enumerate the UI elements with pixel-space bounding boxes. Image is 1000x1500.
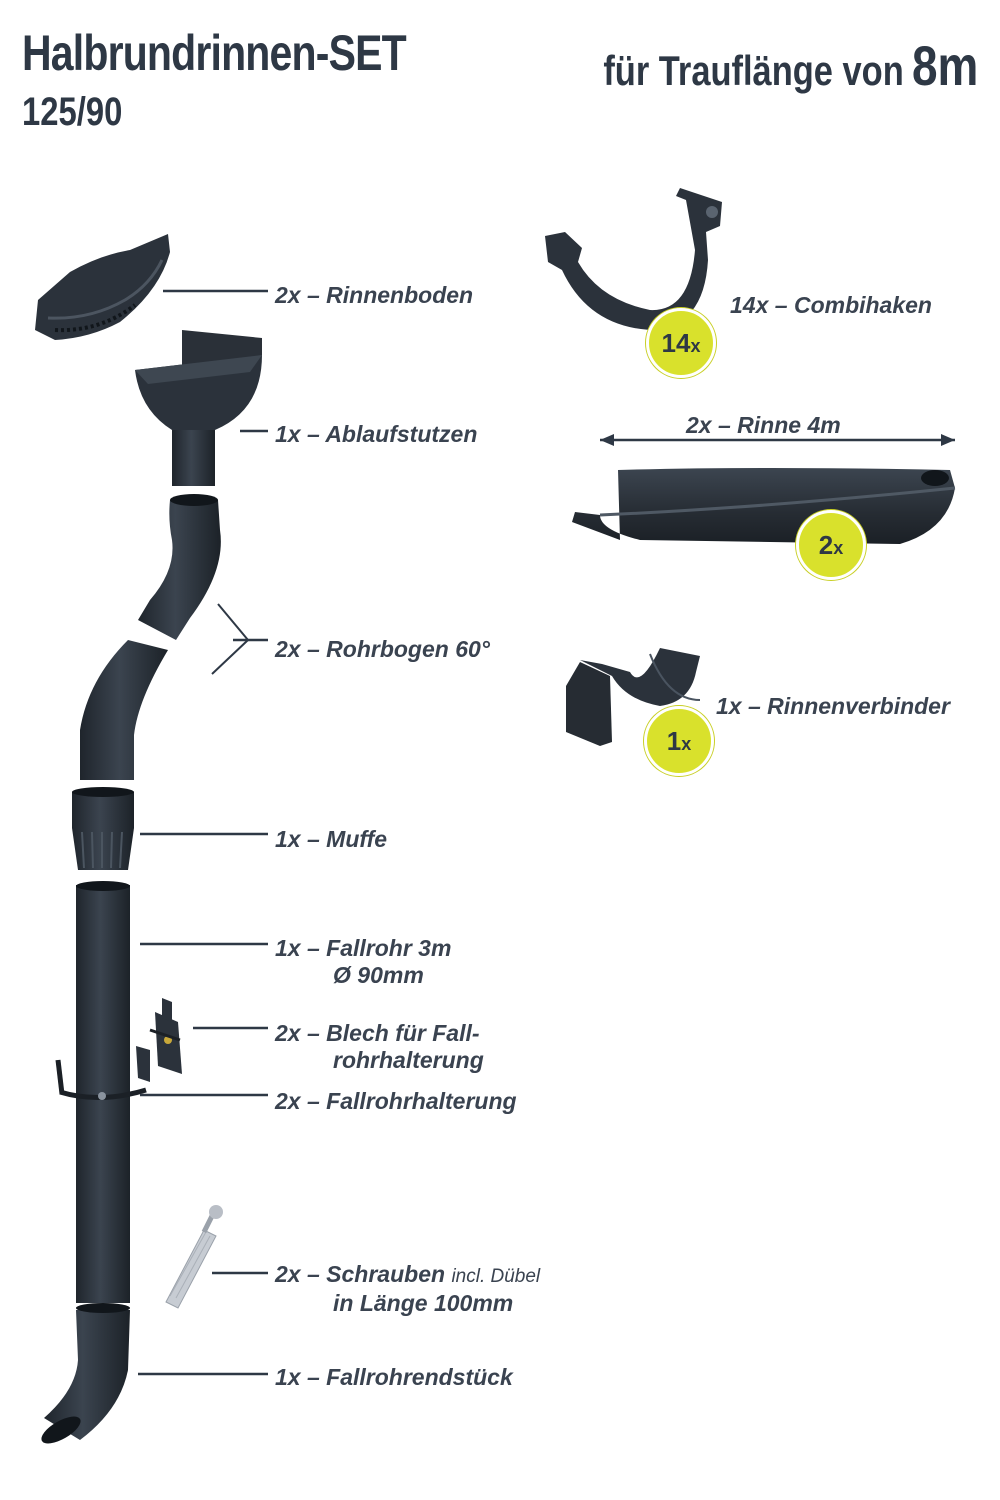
qty-badge-combihaken: 14x — [646, 308, 716, 378]
downpipe-icon — [76, 881, 130, 1303]
label-ablaufstutzen: 1x – Ablaufstutzen — [275, 421, 478, 447]
qty-badge-rinne: 2x — [796, 510, 866, 580]
screw-dowel-icon — [165, 1205, 223, 1309]
mounting-plate-icon — [149, 998, 182, 1074]
label-rinnenboden: 2x – Rinnenboden — [275, 282, 474, 308]
pipe-bend-upper-icon — [138, 500, 221, 640]
label-fallrohrhalterung: 2x – Fallrohrhalterung — [275, 1088, 517, 1114]
label-blech: 2x – Blech für Fall- rohrhalterung — [275, 1020, 484, 1073]
gutter-end-cap-icon — [35, 234, 170, 340]
downpipe-clamp-icon — [55, 1046, 150, 1100]
eave-length-prefix: für Traufläng​e von — [603, 47, 904, 94]
socket-icon — [72, 787, 134, 870]
leader-lines — [138, 289, 268, 1376]
qty-badge-rinnenverbinder: 1x — [644, 706, 714, 776]
gutter-icon — [572, 434, 956, 544]
label-fallrohr: 1x – Fallrohr 3m Ø 90mm — [275, 935, 452, 988]
label-rinnenverbinder: 1x – Rinnenverbinder — [716, 693, 950, 719]
label-schrauben: 2x – Schrauben incl. Dübel in Länge 100m… — [275, 1261, 541, 1316]
gutter-outlet-icon — [135, 330, 262, 486]
label-fallrohr-diameter: Ø 90mm — [333, 962, 424, 988]
label-combihaken: 14x – Combihaken — [730, 292, 932, 318]
label-fallrohrendstueck: 1x – Fallrohrendstück — [275, 1364, 513, 1390]
pipe-bend-lower-icon — [80, 640, 168, 780]
eave-length-value: 8m — [911, 34, 978, 97]
page-subtitle: 125/90 — [22, 90, 123, 134]
downpipe-end-piece-icon — [41, 1303, 130, 1444]
gutter-hook-icon — [545, 188, 722, 330]
label-rinne: 2x – Rinne 4m — [686, 412, 841, 438]
label-schrauben-note: incl. Dübel — [451, 1266, 541, 1287]
page-title: Halbrundrinnen-SET — [22, 25, 407, 81]
gutter-connector-icon — [566, 648, 701, 746]
label-rohrbogen: 2x – Rohrbogen 60° — [275, 636, 490, 662]
label-muffe: 1x – Muffe — [275, 826, 388, 852]
